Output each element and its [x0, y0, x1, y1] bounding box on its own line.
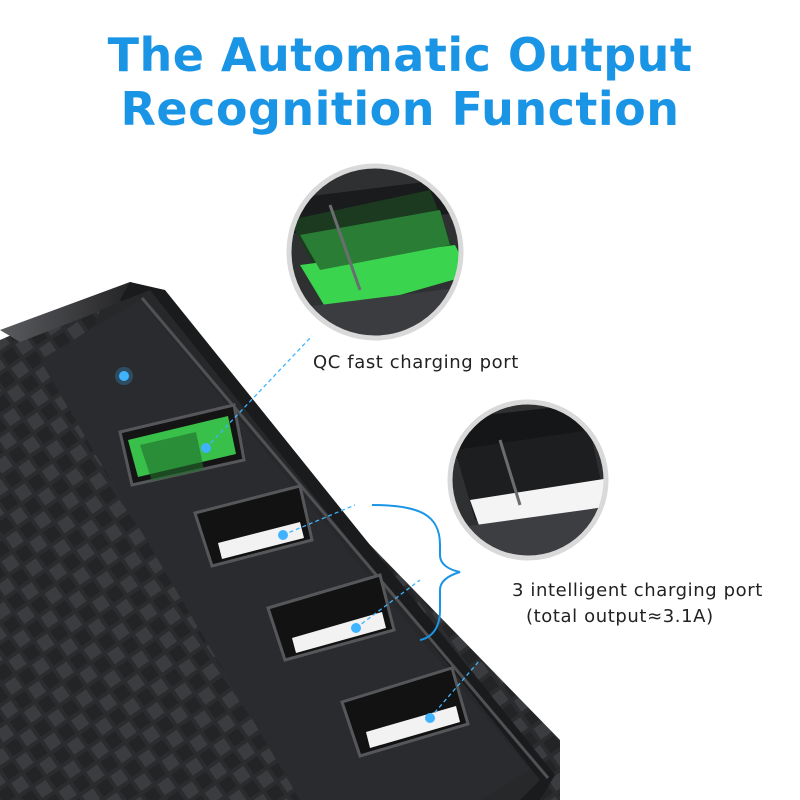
led-indicator: [119, 371, 129, 381]
intelligent-port-caption: 3 intelligent charging port: [512, 580, 763, 601]
qc-port-caption: QC fast charging port: [313, 352, 519, 373]
headline-line-1: The Automatic Output: [107, 28, 693, 82]
bracket: [371, 504, 461, 641]
leader-lines: [205, 335, 481, 719]
usb-port-2: [266, 573, 396, 662]
qc-zoom-bubble: [286, 163, 464, 341]
usb-port-qc: [118, 403, 246, 487]
usb-port-3: [340, 666, 470, 758]
headline: The Automatic Output Recognition Functio…: [0, 28, 800, 136]
usb-port-1: [193, 484, 314, 568]
headline-line-2: Recognition Function: [120, 82, 680, 136]
intelligent-zoom-bubble: [447, 399, 609, 561]
total-output-caption: (total output≈3.1A): [526, 606, 714, 627]
